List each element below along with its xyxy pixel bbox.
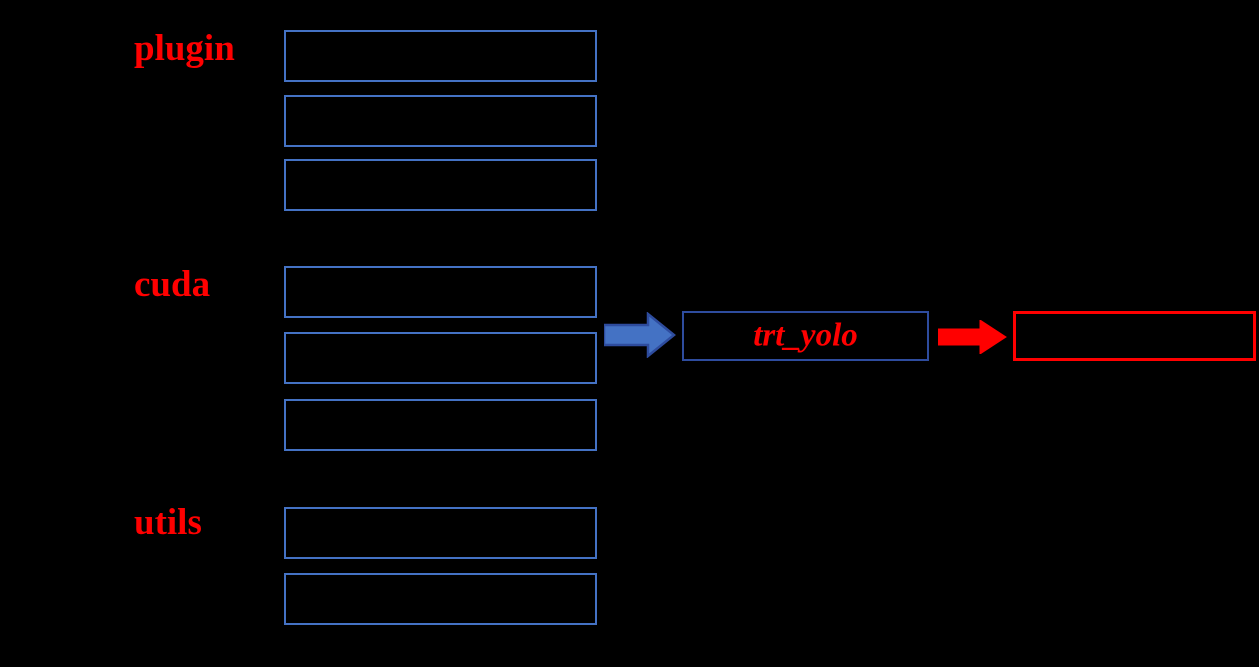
plugin-module-box-3[interactable] (284, 159, 597, 211)
cuda-module-box-1[interactable] (284, 266, 597, 318)
blue-arrow-icon (604, 312, 676, 358)
group-label-utils: utils (134, 502, 202, 543)
utils-module-box-2[interactable] (284, 573, 597, 625)
group-label-cuda: cuda (134, 264, 211, 305)
trt-yolo-node[interactable]: trt_yolo (682, 311, 929, 361)
red-arrow-icon (938, 320, 1007, 354)
cuda-module-box-3[interactable] (284, 399, 597, 451)
utils-module-box-1[interactable] (284, 507, 597, 559)
trt-yolo-label: trt_yolo (753, 317, 858, 354)
cuda-module-box-2[interactable] (284, 332, 597, 384)
plugin-module-box-1[interactable] (284, 30, 597, 82)
output-node[interactable] (1013, 311, 1256, 361)
plugin-module-box-2[interactable] (284, 95, 597, 147)
group-label-plugin: plugin (134, 28, 235, 69)
